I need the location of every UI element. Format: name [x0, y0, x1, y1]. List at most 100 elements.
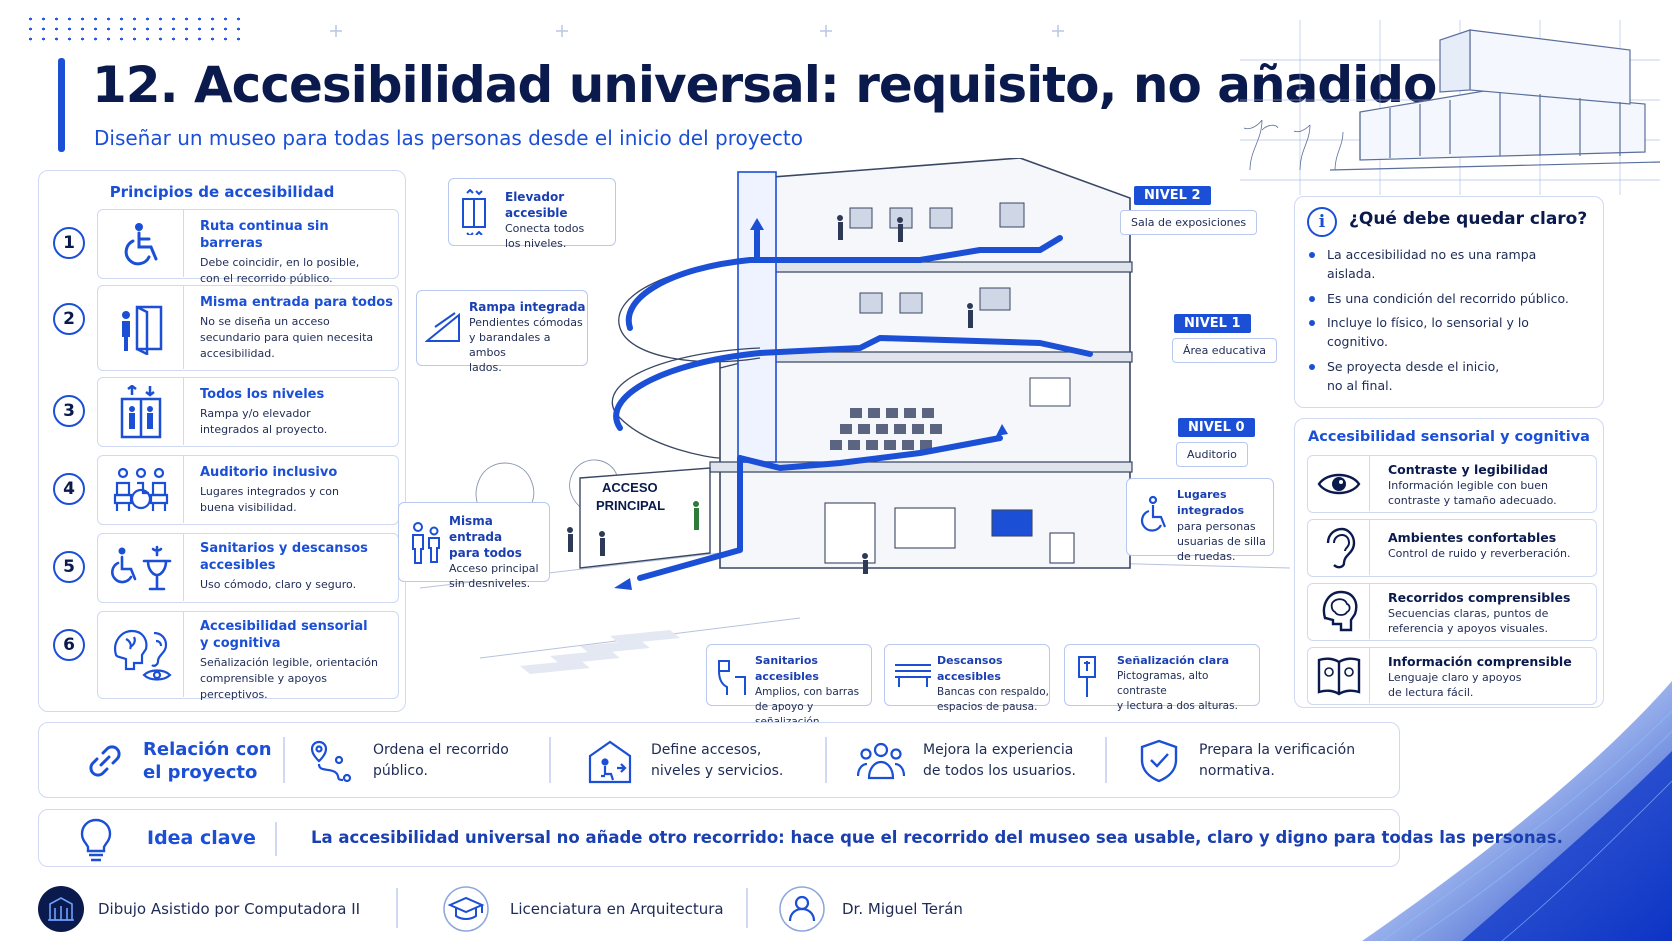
principle-desc: buena visibilidad.	[200, 501, 297, 514]
principle-desc: Uso cómodo, claro y seguro.	[200, 578, 357, 591]
principle-heading: Ruta continua sin barreras	[200, 219, 329, 251]
principle-number: 4	[53, 473, 85, 505]
principle-desc: Debe coincidir, en lo posible,	[200, 256, 360, 269]
sensory-row: Información comprensible Lenguaje claro …	[1307, 647, 1597, 705]
principle-desc: integrados al proyecto.	[200, 423, 328, 436]
entrance-sign-line2: PRINCIPAL	[596, 498, 665, 513]
principle-number: 5	[53, 551, 85, 583]
accessible-restroom-icon	[98, 534, 184, 601]
principle-number: 6	[53, 629, 85, 661]
principle-row: 1 Ruta continua sin barreras Debe coinci…	[49, 209, 399, 285]
principle-desc: accesibilidad.	[200, 347, 275, 360]
users-icon	[857, 742, 905, 780]
footer-author-text: Dr. Miguel Terán	[842, 900, 963, 918]
open-book-icon	[1308, 648, 1370, 703]
callout-heading: Descansos accesibles	[937, 654, 1003, 683]
sensory-row: Contraste y legibilidad Información legi…	[1307, 455, 1597, 513]
elevator-icon	[462, 189, 486, 235]
principle-number: 3	[53, 395, 85, 427]
principle-card: Todos los niveles Rampa y/o elevador inte…	[97, 377, 399, 447]
principle-desc: Lugares integrados y con	[200, 485, 339, 498]
eye-icon	[1308, 456, 1370, 511]
link-icon	[89, 745, 121, 777]
decorative-plus-marks	[330, 25, 1064, 37]
callout-heading: Rampa integrada	[469, 300, 586, 314]
principles-panel: Principios de accesibilidad 1 Ruta conti…	[38, 170, 406, 712]
elevator-icon	[98, 378, 184, 445]
principle-desc: No se diseña un acceso	[200, 315, 330, 328]
graduation-cap-icon	[443, 886, 489, 932]
sensory-heading: Recorridos comprensibles	[1388, 590, 1571, 605]
route-icon	[310, 740, 352, 783]
clarity-bullet: Es una condición del recorrido público.	[1309, 289, 1587, 308]
principle-desc: Señalización legible, orientación	[200, 656, 378, 669]
key-idea-label: Idea clave	[147, 827, 256, 849]
principle-row: 2 Misma entrada para todos No se diseña …	[49, 285, 399, 371]
footer-course-text: Dibujo Asistido por Computadora II	[98, 900, 361, 918]
key-idea-bar: Idea clave La accesibilidad universal no…	[38, 809, 1563, 867]
principle-desc: comprensible y apoyos perceptivos.	[200, 672, 328, 701]
museum-section-drawing: ACCESO PRINCIPAL Elevador accesible Cone…	[398, 157, 1291, 728]
people-icon	[412, 522, 440, 564]
principles-title: Principios de accesibilidad	[109, 183, 335, 201]
principle-number: 1	[53, 227, 85, 259]
principle-desc: secundario para quien necesita	[200, 331, 374, 344]
principle-desc: con el recorrido público.	[200, 272, 333, 285]
principle-card: Misma entrada para todos No se diseña un…	[97, 285, 399, 371]
sensory-cognitive-icon	[98, 612, 184, 697]
entrance-sign-line1: ACCESO	[602, 480, 658, 495]
sensory-title: Accesibilidad sensorial y cognitiva	[1308, 429, 1590, 445]
principle-heading: Todos los niveles	[200, 387, 325, 402]
restroom-icon	[718, 660, 746, 695]
wheelchair-icon	[98, 210, 184, 277]
callout-heading: Lugares integrados	[1177, 488, 1245, 517]
building-logo-icon	[38, 886, 84, 932]
sensory-panel: Accesibilidad sensorial y cognitiva Cont…	[1294, 418, 1604, 708]
level-tag: NIVEL 1	[1174, 314, 1251, 333]
auditorium-seats-icon	[98, 456, 184, 523]
user-icon	[779, 886, 825, 932]
lightbulb-icon	[80, 818, 112, 862]
sensory-heading: Información comprensible	[1388, 654, 1572, 669]
sensory-row: Recorridos comprensibles Secuencias clar…	[1307, 583, 1597, 641]
principle-row: 4 Auditorio inclusivo Lugares integrados…	[49, 455, 399, 527]
sensory-heading: Contraste y legibilidad	[1388, 462, 1549, 477]
footer-author: Dr. Miguel Terán	[778, 884, 963, 934]
page-title: 12. Accesibilidad universal: requisito, …	[92, 56, 1437, 114]
callout-signage: Señalización clara Pictogramas, alto con…	[1064, 644, 1260, 712]
principle-card: Auditorio inclusivo Lugares integrados y…	[97, 455, 399, 525]
principle-heading: Misma entrada para todos	[200, 295, 393, 310]
callout-restrooms: Sanitarios accesibles Amplios, con barra…	[706, 644, 872, 728]
principle-row: 3 Todos los niveles Rampa y/o elevador in…	[49, 377, 399, 449]
signpost-icon	[1078, 656, 1096, 697]
principle-heading: Auditorio inclusivo	[200, 465, 338, 480]
sensory-row: Ambientes confortables Control de ruido …	[1307, 519, 1597, 577]
relation-item: Define accesos,niveles y servicios.	[587, 723, 783, 799]
callout-heading: Sanitarios accesibles	[755, 654, 819, 683]
level-label: Auditorio	[1176, 442, 1248, 467]
principle-desc: Rampa y/o elevador	[200, 407, 311, 420]
level-label: Sala de exposiciones	[1120, 210, 1258, 235]
clarity-panel: i ¿Qué debe quedar claro? La accesibilid…	[1294, 196, 1604, 408]
shield-check-icon	[1140, 739, 1178, 783]
